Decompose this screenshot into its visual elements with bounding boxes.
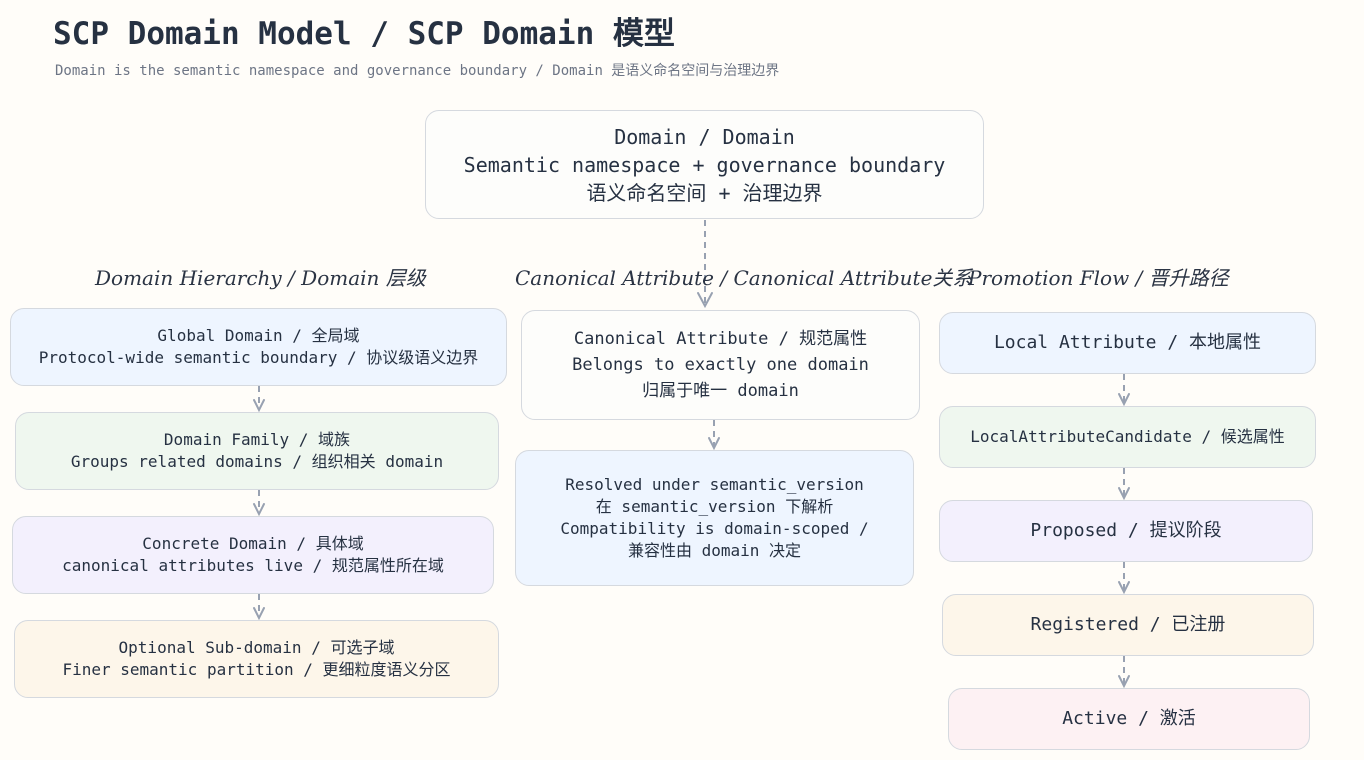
node-global-domain-title: Global Domain / 全局域	[157, 326, 360, 345]
arrowhead-registered-to-active	[1118, 675, 1130, 689]
node-proposed-label: Proposed / 提议阶段	[1030, 520, 1222, 541]
node-global-domain[interactable]: Global Domain / 全局域 Protocol-wide semant…	[10, 308, 507, 386]
node-global-domain-description: Protocol-wide semantic boundary / 协议级语义边…	[38, 348, 479, 367]
page-subtitle: Domain is the semantic namespace and gov…	[55, 63, 780, 79]
node-local-attribute[interactable]: Local Attribute / 本地属性	[939, 312, 1316, 374]
node-active-label: Active / 激活	[1062, 708, 1196, 729]
arrowhead-candidate-to-proposed	[1118, 487, 1130, 501]
node-resolved-line-1: Resolved under semantic_version	[565, 475, 864, 494]
arrowhead-family-to-concrete	[253, 503, 265, 517]
domain-root-node[interactable]: Domain / Domain Semantic namespace + gov…	[425, 110, 984, 219]
arrowhead-canonical-to-resolved	[708, 437, 720, 451]
node-optional-subdomain-description: Finer semantic partition / 更细粒度语义分区	[62, 660, 451, 679]
arrowhead-global-to-family	[253, 399, 265, 413]
node-resolved-line-3: Compatibility is domain-scoped /	[560, 519, 869, 538]
arrowhead-root-to-canonical	[697, 292, 713, 309]
section-canonical-attribute: Canonical Attribute / Canonical Attribut…	[515, 266, 973, 290]
section-domain-hierarchy: Domain Hierarchy / Domain 层级	[95, 266, 426, 290]
node-proposed[interactable]: Proposed / 提议阶段	[939, 500, 1313, 562]
arrowhead-proposed-to-registered	[1118, 581, 1130, 595]
domain-root-description-zh: 语义命名空间 + 治理边界	[586, 180, 823, 205]
node-domain-family[interactable]: Domain Family / 域族 Groups related domain…	[15, 412, 499, 490]
domain-root-description: Semantic namespace + governance boundary	[463, 152, 946, 177]
node-concrete-domain-title: Concrete Domain / 具体域	[142, 534, 364, 553]
section-promotion-flow: Promotion Flow / 晋升路径	[968, 266, 1229, 290]
node-optional-subdomain-title: Optional Sub-domain / 可选子域	[118, 638, 395, 657]
node-domain-family-description: Groups related domains / 组织相关 domain	[70, 452, 444, 471]
node-resolved-semantic-version[interactable]: Resolved under semantic_version 在 semant…	[515, 450, 914, 586]
arrowhead-local-to-candidate	[1118, 393, 1130, 407]
node-concrete-domain-description: canonical attributes live / 规范属性所在域	[62, 556, 444, 575]
arrowhead-concrete-to-sub	[253, 607, 265, 621]
node-canonical-attribute-description-zh: 归属于唯一 domain	[642, 381, 799, 401]
domain-root-title: Domain / Domain	[614, 124, 795, 149]
node-concrete-domain[interactable]: Concrete Domain / 具体域 canonical attribut…	[12, 516, 494, 594]
node-resolved-line-2: 在 semantic_version 下解析	[595, 497, 834, 516]
node-canonical-attribute-description: Belongs to exactly one domain	[572, 355, 869, 375]
node-registered-label: Registered / 已注册	[1030, 614, 1226, 635]
node-canonical-attribute[interactable]: Canonical Attribute / 规范属性 Belongs to ex…	[521, 310, 920, 420]
node-local-attribute-candidate[interactable]: LocalAttributeCandidate / 候选属性	[939, 406, 1316, 468]
node-canonical-attribute-title: Canonical Attribute / 规范属性	[573, 329, 868, 349]
node-resolved-line-4: 兼容性由 domain 决定	[627, 541, 802, 560]
node-registered[interactable]: Registered / 已注册	[942, 594, 1314, 656]
node-local-attribute-label: Local Attribute / 本地属性	[993, 332, 1262, 353]
node-active[interactable]: Active / 激活	[948, 688, 1310, 750]
node-optional-subdomain[interactable]: Optional Sub-domain / 可选子域 Finer semanti…	[14, 620, 499, 698]
node-domain-family-title: Domain Family / 域族	[163, 430, 351, 449]
node-local-attribute-candidate-label: LocalAttributeCandidate / 候选属性	[970, 427, 1285, 446]
page-title: SCP Domain Model / SCP Domain 模型	[53, 16, 675, 52]
